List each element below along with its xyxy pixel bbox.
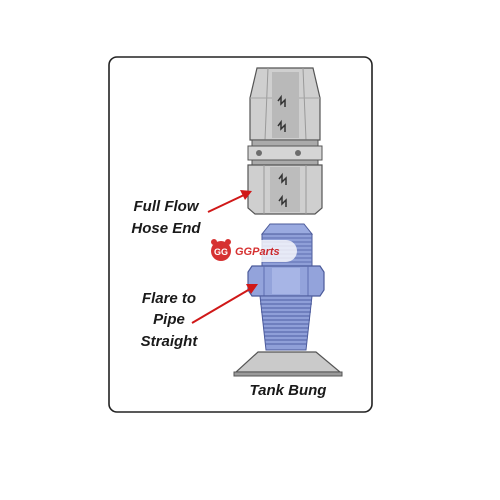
tank-bung [233, 351, 343, 377]
ggparts-brand-text: GGParts [235, 246, 280, 258]
flare-arrow [191, 284, 258, 324]
hose-end-label-line2: Hose End [131, 220, 201, 237]
tank-bung-label: Tank Bung [250, 382, 327, 399]
flare-label-line1: Flare to [142, 290, 196, 307]
full-flow-hose-end [247, 67, 323, 215]
ggparts-watermark: GG GGParts [203, 239, 297, 262]
hose-end-arrow [207, 190, 252, 213]
hose-end-label-line1: Full Flow [134, 198, 200, 215]
flare-label-line2: Pipe [153, 311, 185, 328]
flare-label-line3: Straight [141, 333, 199, 350]
ggparts-badge-icon [211, 241, 231, 261]
ggparts-badge-text: GG [214, 247, 228, 257]
